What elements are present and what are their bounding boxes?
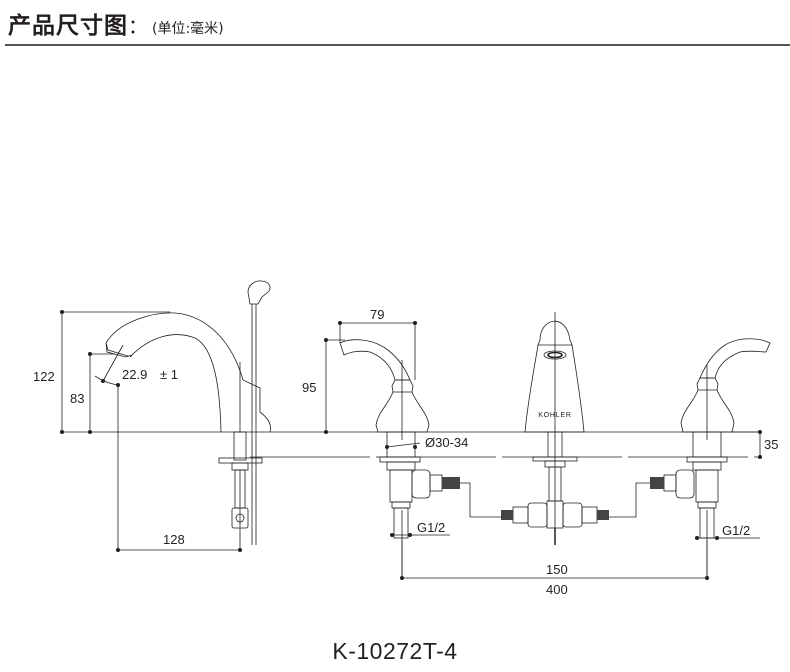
left-hose-end <box>442 477 460 489</box>
mounting-nut <box>231 462 249 471</box>
lift-rod <box>247 280 271 545</box>
label-spout-angle: 22.9 <box>122 367 147 382</box>
label-handle-width: 79 <box>370 307 384 322</box>
dim-dot <box>695 536 700 541</box>
left-inlet <box>393 507 409 539</box>
right-outlet-nut <box>675 469 695 499</box>
right-reducer <box>697 501 717 509</box>
dim-dot <box>384 444 389 449</box>
aerator-edge <box>105 342 129 357</box>
dim-dot <box>412 444 417 449</box>
dimension-labels: 122 83 22.9 ± 1 128 79 95 Ø30-34 G1/2 35… <box>33 307 778 597</box>
dim-dot <box>399 576 404 581</box>
label-handle-height: 95 <box>302 380 316 395</box>
left-lever <box>339 339 411 381</box>
angle-arc <box>94 375 119 386</box>
tee-hose-left <box>501 510 513 520</box>
dim-dot <box>237 548 242 553</box>
unit-note: (单位:毫米) <box>152 21 224 37</box>
label-spout-reach: 128 <box>163 532 185 547</box>
tee-fitting-right <box>581 506 598 524</box>
side-view-shank <box>218 431 263 529</box>
center-spout <box>501 312 609 545</box>
right-valve-body <box>695 469 719 503</box>
mounting-washer <box>218 457 263 464</box>
spout-outer-outline <box>105 312 271 433</box>
right-base <box>680 389 735 433</box>
dim-dot <box>412 320 417 325</box>
tee-fitting-left <box>512 506 529 524</box>
spread-dimension-lines <box>399 540 710 581</box>
dim-dot <box>88 429 93 434</box>
right-hose-end <box>650 477 664 489</box>
dim-dot <box>101 378 106 383</box>
left-valve-body <box>389 469 413 503</box>
right-handle <box>609 338 771 580</box>
right-dimension-lines <box>695 429 763 541</box>
angle-line <box>102 344 124 382</box>
right-nut <box>692 461 722 471</box>
shank-upper <box>233 431 247 461</box>
right-collar <box>696 377 719 391</box>
label-spread-min: 150 <box>546 562 568 577</box>
dim-dot <box>758 454 763 459</box>
spout-cap <box>537 320 573 346</box>
label-overall-height: 122 <box>33 369 55 384</box>
tee-nut-right <box>562 502 583 528</box>
lift-rod-knob <box>247 280 271 305</box>
label-hole-diameter: Ø30-34 <box>425 435 468 450</box>
label-angle-tolerance: ± 1 <box>160 367 178 382</box>
right-washer <box>686 456 728 463</box>
dim-dot <box>323 429 328 434</box>
dim-dot <box>715 536 720 541</box>
label-spout-height: 83 <box>70 391 84 406</box>
right-hose <box>609 482 650 518</box>
dim-dot <box>389 533 394 538</box>
label-thread-right: G1/2 <box>722 523 750 538</box>
dim-dot <box>407 533 412 538</box>
side-view-spout <box>105 312 271 433</box>
dim-dot <box>60 429 65 434</box>
title-colon: ： <box>128 14 148 38</box>
brand-logo: KOHLER <box>538 412 572 419</box>
handle-dimension-lines <box>323 320 450 538</box>
spout-inner-outline <box>129 334 222 433</box>
left-handle <box>339 339 510 580</box>
right-lever <box>699 338 771 379</box>
dim-dot <box>337 320 342 325</box>
dim-dot <box>323 337 328 342</box>
label-deck-thickness: 35 <box>764 437 778 452</box>
left-outlet-fitting <box>429 474 443 492</box>
tee-nut-left <box>527 502 548 528</box>
left-nut <box>386 461 416 471</box>
label-thread-left: G1/2 <box>417 520 445 535</box>
right-outlet-fitting <box>663 474 677 492</box>
left-outlet-nut <box>411 469 431 499</box>
left-dimension-lines <box>60 309 242 553</box>
left-washer <box>379 456 421 463</box>
model-number: K-10272T-4 <box>332 638 458 664</box>
dim-diameter-line <box>386 442 421 448</box>
left-collar <box>391 379 414 393</box>
dim-dot <box>705 576 710 581</box>
section-header: 产品尺寸图 ： (单位:毫米) <box>8 6 224 42</box>
dim-dot <box>88 351 93 356</box>
dim-dot <box>60 309 65 314</box>
aerator-tip <box>105 342 133 358</box>
tee-hose-right <box>597 510 609 520</box>
left-reducer <box>391 501 411 509</box>
page-title: 产品尺寸图 <box>8 13 128 39</box>
dim-dot <box>758 429 763 434</box>
header-divider <box>5 44 790 46</box>
dim-dot <box>116 548 121 553</box>
left-base <box>375 391 430 433</box>
label-spread-max: 400 <box>546 582 568 597</box>
left-hose <box>460 482 510 518</box>
